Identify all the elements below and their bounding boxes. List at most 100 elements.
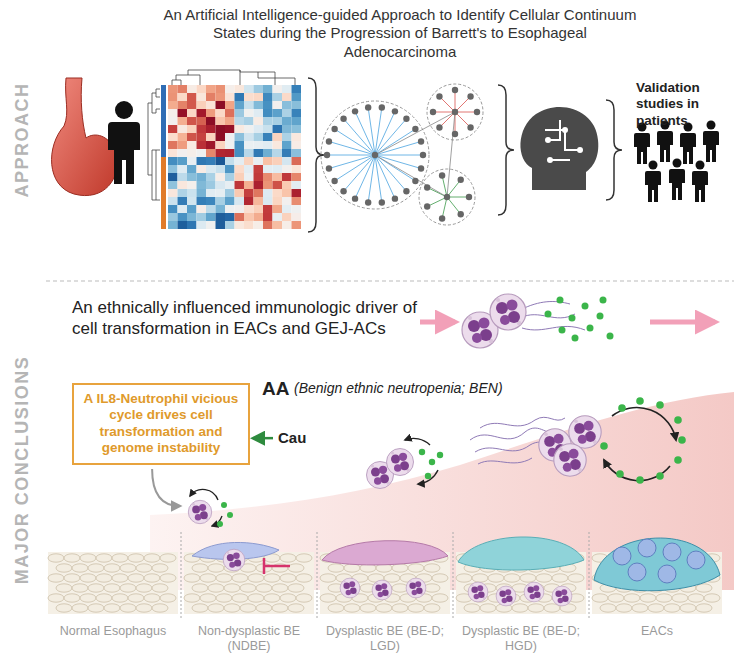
epithelial-cell [280,554,296,562]
heatmap-cell [178,93,188,101]
epithelial-cell [96,574,112,582]
epithelial-cell [344,604,360,612]
heatmap-cell [254,141,264,149]
heatmap-cell [197,125,207,133]
epithelial-cell [648,604,664,612]
network-link [455,96,471,112]
network-link [375,129,415,155]
conclusion-text: An ethnically influenced immunologic dri… [72,298,417,339]
epithelial-cell [136,564,152,572]
network-node [412,178,418,184]
heatmap-cell [168,101,178,109]
heatmap-cell [292,141,302,149]
epithelial-cell [264,594,280,602]
network-link [455,90,456,112]
brace [308,78,324,232]
heatmap-cell [206,109,216,117]
heatmap-cell [197,149,207,157]
node-text: A IL8-Neutrophil vicious cycle drives ce… [82,391,240,457]
group-bar [161,205,166,213]
heatmap-cell [225,133,235,141]
heatmap-cell [235,101,245,109]
section-label: APPROACH [10,30,34,250]
tissue-panel [592,538,722,614]
heatmap-cell [225,189,235,197]
epithelial-cell [432,594,448,602]
epithelial-cell [96,554,112,562]
stage-label: Non-dysplastic BE (NDBE) [184,624,314,655]
heatmap-cell [235,133,245,141]
heatmap-cell [187,197,197,205]
epithelial-cell [64,594,80,602]
epithelial-cell [200,594,216,602]
heatmap-cell [282,157,292,165]
heatmap-cell [244,141,254,149]
group-bar [161,181,166,189]
epithelial-cell [240,584,256,592]
heatmap-cell [178,149,188,157]
brace [606,100,622,200]
heatmap-cell [187,109,197,117]
heatmap-cell [273,93,283,101]
heatmap-cell [263,109,273,117]
heatmap-cell [178,157,188,165]
neutrophil [496,586,516,606]
epithelial-cell [392,564,408,572]
heatmap-cell [197,181,207,189]
heatmap-cell [197,133,207,141]
heatmap-cell [225,205,235,213]
heatmap-cell [235,85,245,93]
tissue-panels [48,532,722,620]
heatmap-cell [254,101,264,109]
human-icon [108,101,140,184]
heatmap-cell [178,221,188,229]
epithelial-cell [616,604,632,612]
heatmap-cell [244,117,254,125]
heatmap-cell [187,85,197,93]
heatmap-cell [197,205,207,213]
epithelial-cell [48,594,64,602]
network-link [329,155,375,169]
heatmap-cell [244,221,254,229]
epithelial-cell [88,604,104,612]
heatmap-cell [254,109,264,117]
group-label: Cau [276,428,308,448]
heatmap-cell [254,133,264,141]
heatmap-cell [216,117,226,125]
epithelial-cell [272,604,288,612]
epithelial-cell [360,604,376,612]
heatmap-cell [282,101,292,109]
epithelial-cell [680,604,696,612]
heatmap-cell [292,157,302,165]
heatmap-cell [273,189,283,197]
network-node [452,131,458,137]
heatmap-cell [282,165,292,173]
epithelial-cell [72,604,88,612]
group-bar [161,197,166,205]
network-link [439,96,455,112]
epithelial-cell [192,604,208,612]
heatmap-cell [225,213,235,221]
epithelial-cell [120,604,136,612]
epithelial-cell [72,584,88,592]
epithelial-cell [232,594,248,602]
heatmap-cell [216,93,226,101]
neutrophil [223,549,245,571]
il8-dot [656,401,664,409]
heatmap-cell [206,165,216,173]
epithelial-cell [656,594,672,602]
epithelial-cell [328,564,344,572]
heatmap-cell [168,189,178,197]
heatmap-cell [197,189,207,197]
brace [498,85,514,215]
heatmap-cell [263,85,273,93]
heatmap-cell [273,165,283,173]
il8-dot [557,297,564,304]
heatmap-cell [178,141,188,149]
epithelial-cell [248,574,264,582]
heatmap-cell [292,213,302,221]
epithelial-cell [160,594,176,602]
heatmap-cell [235,157,245,165]
network-node [392,108,398,114]
il8-dot [597,313,604,320]
